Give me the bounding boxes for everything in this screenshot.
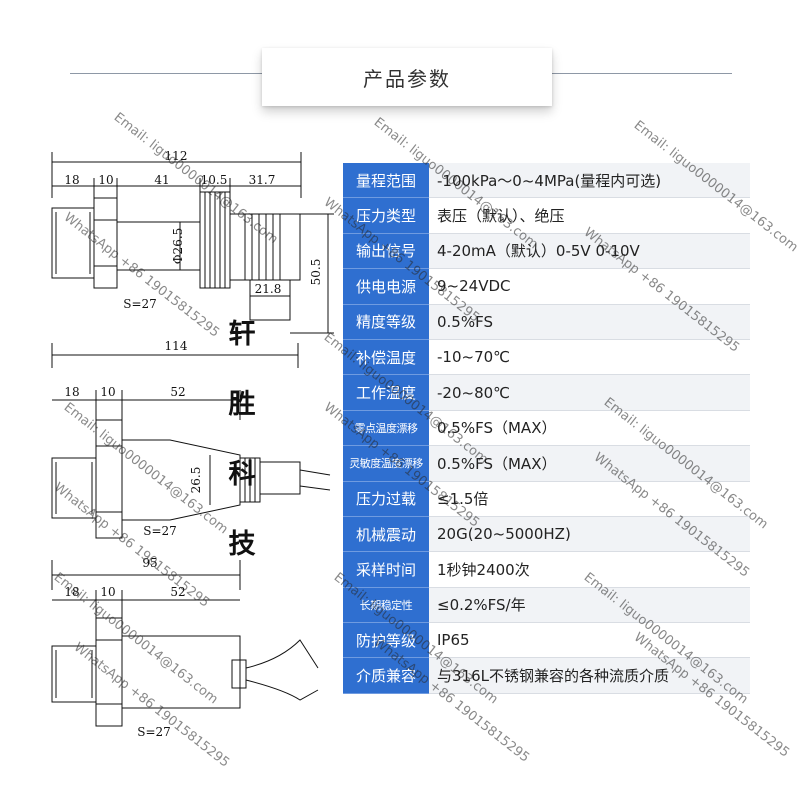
spec-label: 防护等级 <box>343 622 429 659</box>
dim-mid-total: 114 <box>165 339 188 353</box>
brand-char-4: 技 <box>228 529 256 560</box>
spec-value: 与316L不锈钢兼容的各种流质介质 <box>429 657 750 694</box>
dim-mid-d3: 52 <box>170 385 185 399</box>
spec-value: -100kPa～0~4MPa(量程内可选) <box>429 163 750 199</box>
spec-label: 采样时间 <box>343 551 429 588</box>
spec-label: 精度等级 <box>343 304 429 340</box>
spec-table: 量程范围-100kPa～0~4MPa(量程内可选)压力类型表压（默认）、绝压输出… <box>343 163 750 694</box>
spec-label: 零点温度漂移 <box>343 410 429 447</box>
spec-value: ≤0.2%FS/年 <box>429 587 750 624</box>
spec-value: -10~70℃ <box>429 339 750 376</box>
header-rule-left <box>70 73 262 74</box>
spec-value: -20~80℃ <box>429 374 750 411</box>
dim-mid-d1: 18 <box>64 385 79 399</box>
spec-value: 4-20mA（默认）0-5V 0-10V <box>429 233 750 270</box>
spec-value: 9~24VDC <box>429 268 750 305</box>
spec-label: 工作温度 <box>343 374 429 411</box>
dim-bot-hex: S=27 <box>137 725 171 739</box>
dim-mid-hex: S=27 <box>143 524 177 538</box>
spec-value: 1秒钟2400次 <box>429 551 750 588</box>
dim-bot-d1: 18 <box>64 585 79 599</box>
spec-value: 0.5%FS（MAX） <box>429 410 750 447</box>
spec-label: 机械震动 <box>343 516 429 553</box>
dim-top-d4: 10.5 <box>201 173 228 187</box>
spec-row: 长期稳定性≤0.2%FS/年 <box>343 587 750 624</box>
spec-value: IP65 <box>429 622 750 659</box>
spec-value: 20G(20~5000HZ) <box>429 516 750 553</box>
spec-label: 压力类型 <box>343 197 429 234</box>
spec-row: 工作温度-20~80℃ <box>343 374 750 411</box>
dim-top-d3: 41 <box>154 173 169 187</box>
dim-top-height: 50.5 <box>309 259 323 286</box>
spec-row: 压力过载≤1.5倍 <box>343 481 750 517</box>
spec-row: 量程范围-100kPa～0~4MPa(量程内可选) <box>343 163 750 199</box>
dim-top-d2: 10 <box>98 173 113 187</box>
spec-label: 补偿温度 <box>343 339 429 376</box>
dim-bot-d2: 10 <box>100 585 115 599</box>
dim-bot-d3: 52 <box>170 585 185 599</box>
spec-label: 介质兼容 <box>343 657 429 694</box>
drawing-middle <box>51 343 331 539</box>
dim-top-hex: S=27 <box>123 297 157 311</box>
dim-mid-d2: 10 <box>100 385 115 399</box>
spec-label: 长期稳定性 <box>343 587 429 624</box>
spec-row: 介质兼容与316L不锈钢兼容的各种流质介质 <box>343 657 750 694</box>
spec-value: 0.5%FS <box>429 304 750 340</box>
spec-row: 压力类型表压（默认）、绝压 <box>343 197 750 234</box>
dim-bot-total: 95 <box>142 556 157 570</box>
dim-top-d1: 18 <box>64 173 79 187</box>
spec-label: 量程范围 <box>343 163 429 199</box>
spec-label: 压力过载 <box>343 481 429 517</box>
dimension-drawings: 112 18 10 41 10.5 31.7 Φ26.5 50.5 21.8 S… <box>51 149 334 739</box>
dim-top-diameter: Φ26.5 <box>171 228 185 265</box>
spec-value: 表压（默认）、绝压 <box>429 197 750 234</box>
dim-mid-height: 26.5 <box>189 467 203 494</box>
brand-char-3: 科 <box>228 459 256 490</box>
spec-row: 补偿温度-10~70℃ <box>343 339 750 376</box>
spec-value: 0.5%FS（MAX） <box>429 445 750 482</box>
brand-char-1: 轩 <box>228 319 256 350</box>
dim-top-d5: 31.7 <box>249 173 276 187</box>
spec-label: 输出信号 <box>343 233 429 270</box>
drawing-top <box>51 152 334 334</box>
dim-top-base: 21.8 <box>255 282 282 296</box>
header-rule-right <box>552 73 732 74</box>
dim-top-total: 112 <box>165 149 188 163</box>
spec-label: 供电电源 <box>343 268 429 305</box>
spec-label: 灵敏度温度漂移 <box>343 445 429 482</box>
section-title: 产品参数 <box>262 48 552 106</box>
brand-char-2: 胜 <box>228 389 256 420</box>
spec-value: ≤1.5倍 <box>429 481 750 517</box>
drawing-bottom <box>51 560 319 727</box>
